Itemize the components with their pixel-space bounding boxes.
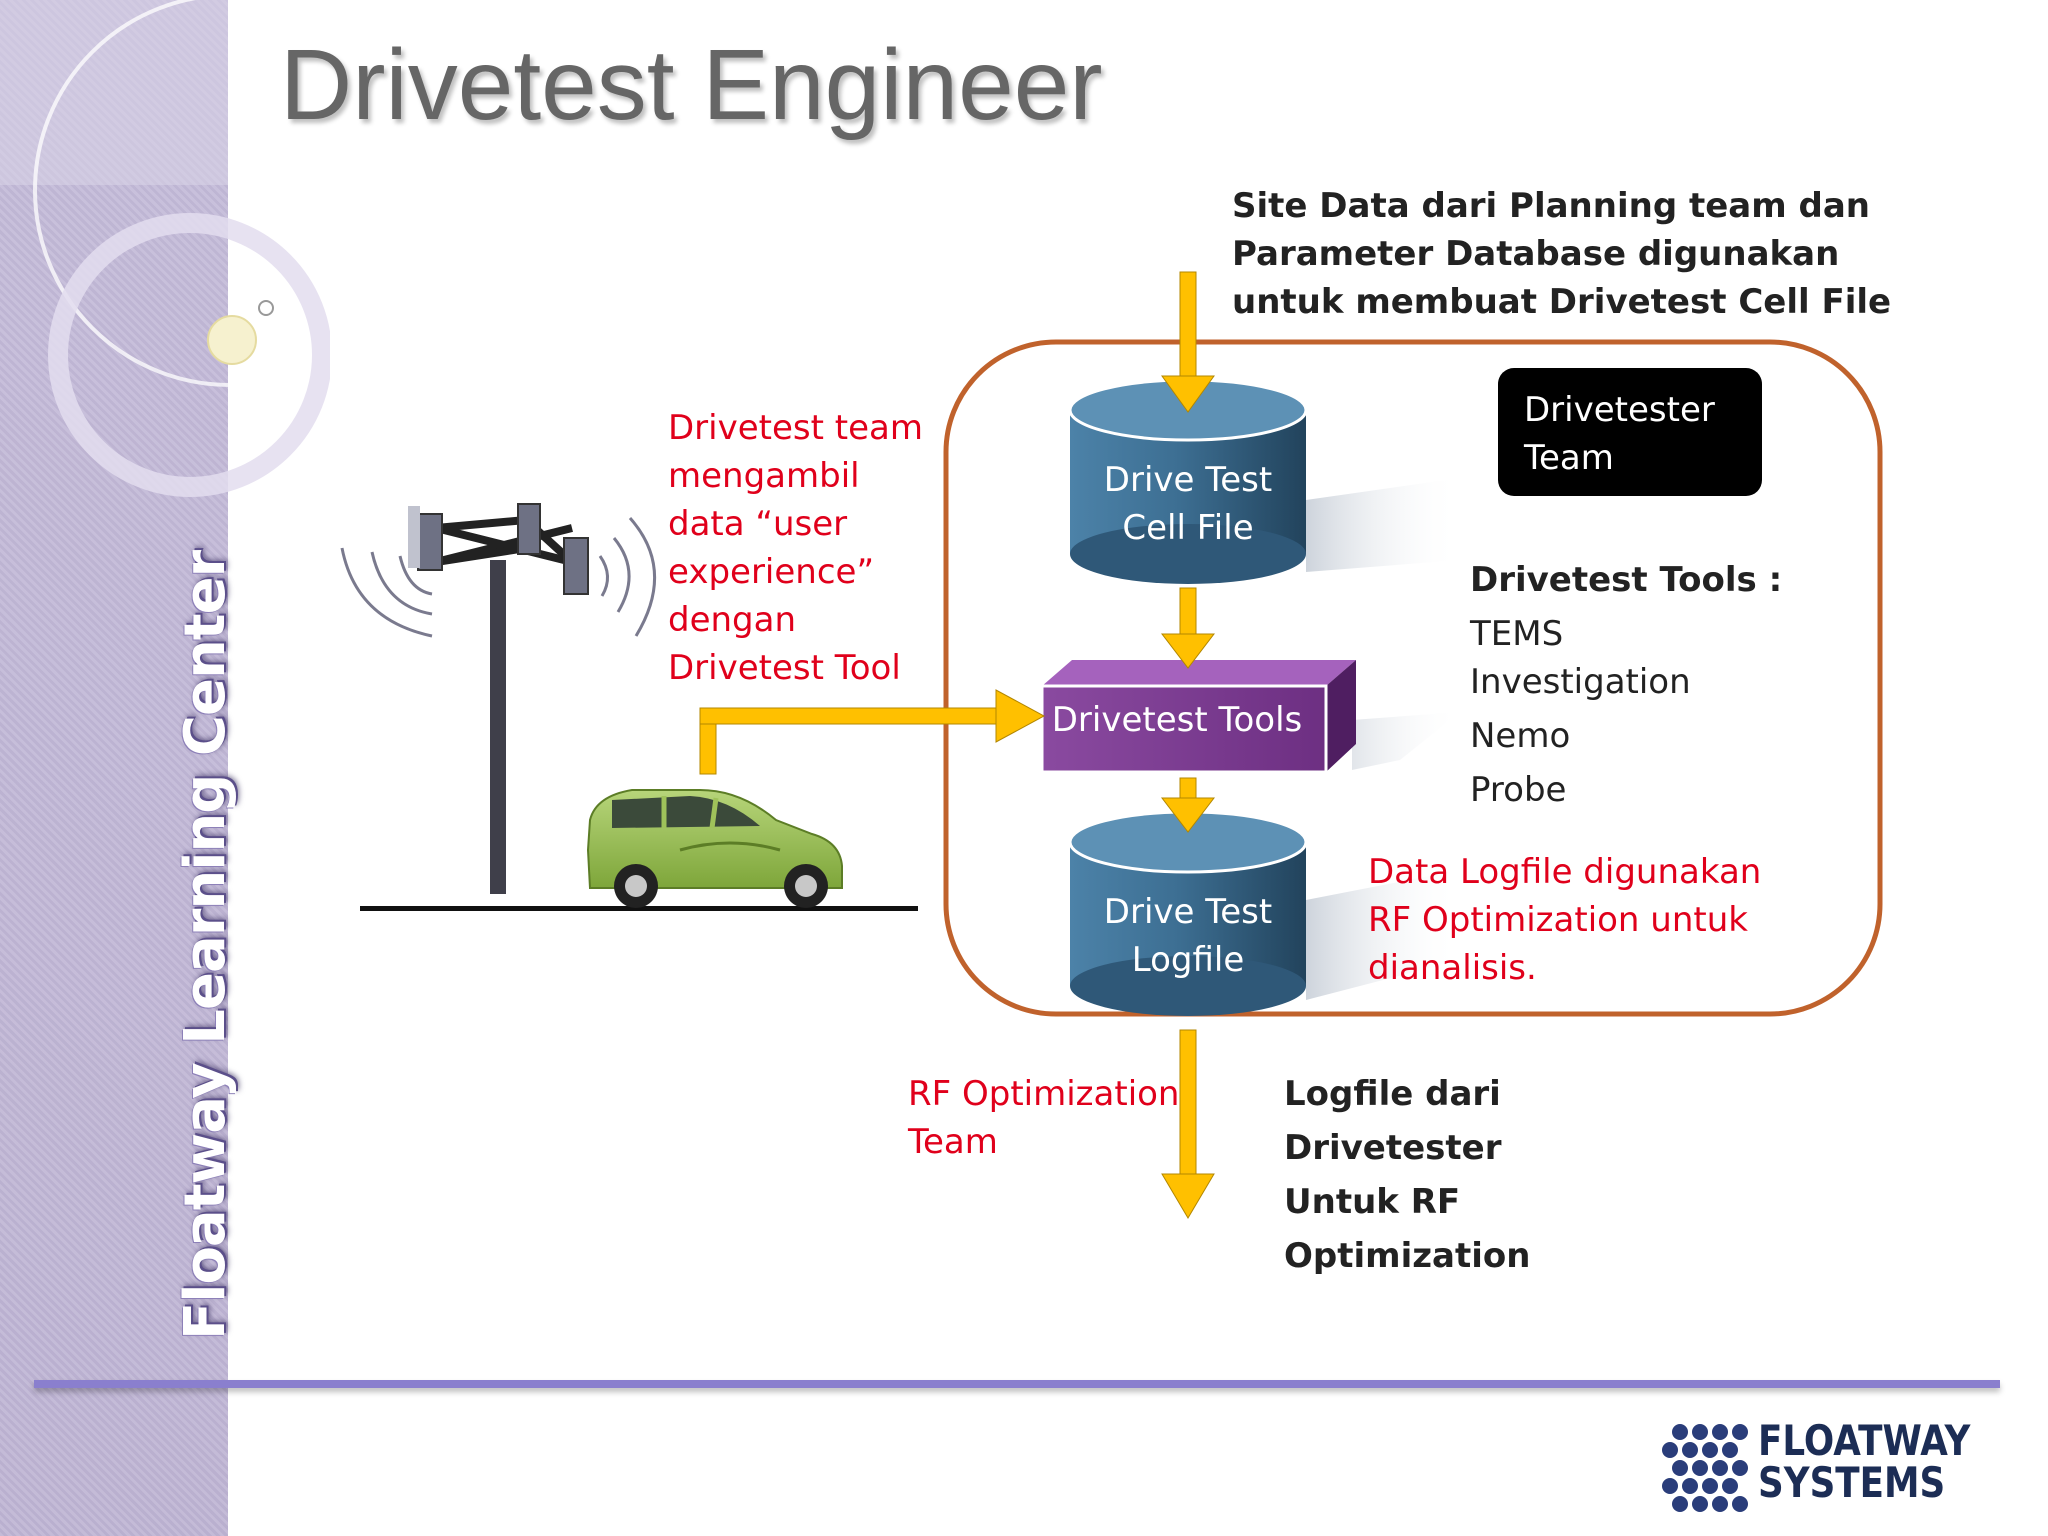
note-line: Team — [908, 1122, 998, 1162]
top-note-line: untuk membuat Drivetest Cell File — [1232, 282, 1892, 322]
cell-file-label-line: Cell File — [1122, 508, 1254, 548]
arrow-top-down — [1161, 271, 1215, 413]
drivetest-tools-label: Drivetest Tools — [1051, 700, 1303, 740]
tools-list-item: TEMS — [1470, 614, 1564, 654]
logfile-label: Drive Test Logfile — [1070, 888, 1306, 984]
tools-list-item: Probe — [1470, 770, 1567, 810]
bottom-note-line: Drivetester — [1284, 1128, 1502, 1168]
cell-file-shadow — [1306, 478, 1460, 572]
drivetester-team-box — [1498, 368, 1762, 496]
slide-title: Drivetest Engineer — [280, 29, 1103, 141]
cell-tower-icon — [340, 503, 656, 894]
arrow-logfile-down — [1161, 1029, 1215, 1219]
logfile-cylinder — [1068, 810, 1308, 1016]
note-line: RF Optimization — [908, 1074, 1180, 1114]
arrow-car-to-tools — [699, 689, 1046, 775]
logfile-shadow — [1306, 870, 1460, 1000]
top-note: Site Data dari Planning team dan Paramet… — [1232, 182, 1891, 326]
bottom-note-line: Logfile dari — [1284, 1074, 1501, 1114]
tools-list: Drivetest Tools : TEMS Investigation Nem… — [1470, 556, 1782, 814]
logo-line: FLOATWAY — [1758, 1416, 1971, 1465]
footer-divider — [34, 1380, 2000, 1388]
bottom-note-line: Optimization — [1284, 1236, 1531, 1276]
drivetester-team-label: Drivetester Team — [1524, 386, 1715, 482]
tools-list-title: Drivetest Tools : — [1470, 560, 1783, 600]
team-label-line: Drivetester — [1524, 390, 1715, 430]
rf-optimization-team-note: RF Optimization Team — [908, 1070, 1180, 1166]
note-line: Drivetest team — [668, 408, 923, 448]
logfile-note: Data Logfile digunakan RF Optimization u… — [1368, 848, 1761, 992]
note-line: Data Logfile digunakan — [1368, 852, 1762, 892]
note-line: RF Optimization untuk — [1368, 900, 1748, 940]
top-note-line: Parameter Database digunakan — [1232, 234, 1840, 274]
drivetest-team-note: Drivetest team mengambil data “user expe… — [668, 404, 923, 692]
logo-line: SYSTEMS — [1758, 1458, 1946, 1507]
note-line: dengan — [668, 600, 797, 640]
note-line: experience” — [668, 552, 875, 592]
top-note-line: Site Data dari Planning team dan — [1232, 186, 1870, 226]
note-line: mengambil — [668, 456, 860, 496]
tools-shadow — [1352, 712, 1460, 770]
arrow-tools-to-logfile — [1160, 777, 1216, 833]
floatway-logo-text: FLOATWAY SYSTEMS — [1758, 1420, 1970, 1504]
car-icon — [586, 789, 843, 908]
cell-file-label-line: Drive Test — [1103, 460, 1273, 500]
ground-line — [360, 906, 918, 911]
note-line: dianalisis. — [1368, 948, 1537, 988]
bottom-note: Logfile dari Drivetester Untuk RF Optimi… — [1284, 1070, 1530, 1280]
bottom-note-line: Untuk RF — [1284, 1182, 1461, 1222]
decorative-rings — [33, 0, 330, 497]
floatway-logo-icon — [1662, 1424, 1748, 1512]
note-line: Drivetest Tool — [668, 648, 901, 688]
note-line: data “user — [668, 504, 848, 544]
tools-list-item: Nemo — [1470, 716, 1571, 756]
arrow-cellfile-to-tools — [1160, 587, 1216, 669]
cell-file-label: Drive Test Cell File — [1070, 456, 1306, 552]
logfile-label-line: Logfile — [1131, 940, 1245, 980]
drivetest-tools-box — [1040, 660, 1356, 774]
tools-list-item: Investigation — [1470, 662, 1691, 702]
process-frame — [943, 339, 1883, 1017]
team-label-line: Team — [1524, 438, 1614, 478]
logfile-label-line: Drive Test — [1103, 892, 1273, 932]
